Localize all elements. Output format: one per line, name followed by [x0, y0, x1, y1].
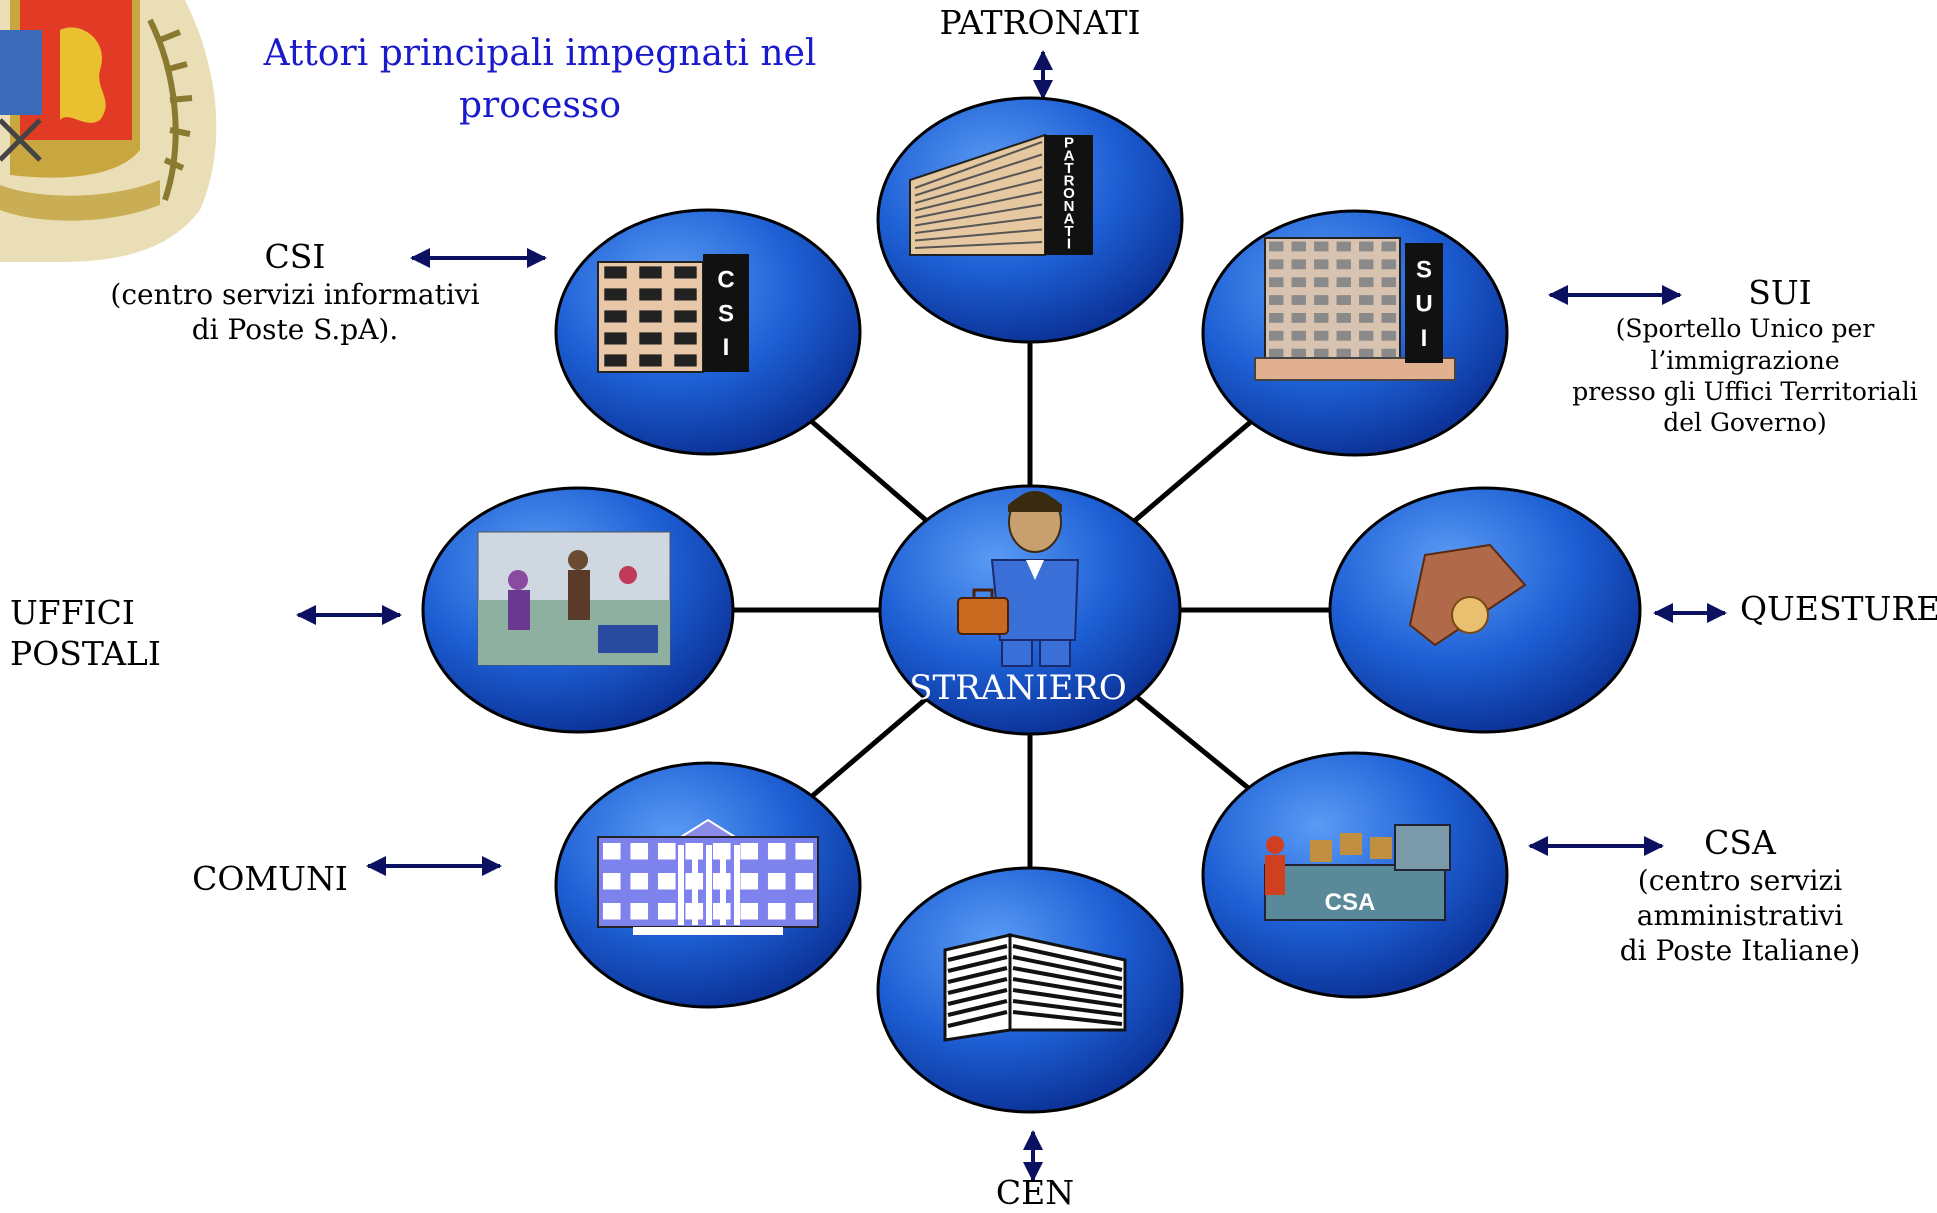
- label-csa: CSA (centro servizi amministrativi di Po…: [1590, 822, 1890, 968]
- svg-text:O: O: [1063, 185, 1075, 202]
- node-sui: SUI: [1201, 209, 1509, 457]
- svg-text:N: N: [1064, 198, 1075, 215]
- center-label: STRANIERO: [909, 668, 1127, 708]
- label-patronati-title: PATRONATI: [939, 3, 1141, 42]
- label-csa-line2: amministrativi: [1636, 899, 1844, 933]
- node-straniero: [878, 484, 1182, 736]
- svg-text:C: C: [717, 267, 734, 294]
- comuni-building-icon: [597, 818, 819, 935]
- label-cen-title: CEN: [995, 1173, 1075, 1212]
- label-comuni: COMUNI: [170, 858, 370, 899]
- label-questure: QUESTURE: [1740, 588, 1937, 629]
- svg-text:R: R: [1064, 173, 1075, 190]
- patronati-building-icon: PATRONATI: [909, 133, 1093, 256]
- svg-text:I: I: [1067, 236, 1071, 253]
- svg-text:A: A: [1064, 210, 1075, 227]
- label-uffici-postali: UFFICI POSTALI: [10, 592, 290, 675]
- label-patronati: PATRONATI: [925, 2, 1155, 43]
- label-csa-line3: di Poste Italiane): [1619, 934, 1861, 968]
- label-sui-line2: l’immigrazione: [1650, 345, 1840, 375]
- svg-text:P: P: [1064, 135, 1074, 152]
- node-csa: CSA: [1201, 751, 1509, 999]
- person-icon: [957, 491, 1080, 667]
- label-csa-line1: (centro servizi: [1637, 864, 1843, 898]
- questure-building-icon: [1408, 543, 1527, 647]
- svg-text:I: I: [723, 334, 730, 361]
- svg-text:I: I: [1421, 325, 1428, 352]
- node-csi: CSI: [554, 208, 862, 456]
- diagram-title: Attori principali impegnati nel processo: [263, 33, 817, 126]
- label-sui: SUI (Sportello Unico per l’immigrazione …: [1560, 272, 1930, 438]
- uffici-postali-building-icon: [477, 531, 671, 666]
- label-csi-line1: (centro servizi informativi: [110, 278, 480, 312]
- label-csi-title: CSI: [264, 237, 326, 276]
- csa-badge-text: CSA: [1325, 889, 1376, 916]
- label-csi: CSI (centro servizi informativi di Poste…: [60, 236, 530, 347]
- csi-building-icon: CSI: [597, 254, 749, 373]
- label-cen: CEN: [960, 1172, 1110, 1213]
- node-comuni: [554, 761, 862, 1009]
- node-patronati: PATRONATI: [876, 96, 1184, 344]
- cen-building-icon: [943, 933, 1127, 1042]
- svg-text:A: A: [1064, 147, 1075, 164]
- node-cen: [876, 866, 1184, 1114]
- label-csa-title: CSA: [1704, 823, 1776, 862]
- label-sui-line4: del Governo): [1663, 408, 1827, 437]
- node-questure: [1328, 486, 1642, 734]
- csa-building-icon: CSA: [1264, 824, 1451, 921]
- svg-text:S: S: [718, 300, 734, 327]
- node-uffici-postali: [421, 486, 735, 734]
- emblem-icon: [0, 0, 217, 262]
- label-csi-line2: di Poste S.pA).: [191, 313, 399, 347]
- label-sui-line1: (Sportello Unico per: [1615, 314, 1875, 344]
- svg-text:T: T: [1064, 223, 1073, 240]
- svg-text:U: U: [1415, 291, 1432, 318]
- sui-building-icon: SUI: [1254, 237, 1456, 381]
- svg-text:S: S: [1416, 256, 1432, 283]
- label-sui-line3: presso gli Uffici Territoriali: [1572, 376, 1918, 406]
- svg-text:T: T: [1064, 160, 1073, 177]
- label-questure-title: QUESTURE: [1740, 589, 1937, 628]
- label-uffici-postali-title: UFFICI POSTALI: [10, 593, 161, 674]
- label-sui-title: SUI: [1748, 273, 1812, 312]
- label-comuni-title: COMUNI: [192, 859, 348, 898]
- connector-arrows: [296, 50, 1727, 1182]
